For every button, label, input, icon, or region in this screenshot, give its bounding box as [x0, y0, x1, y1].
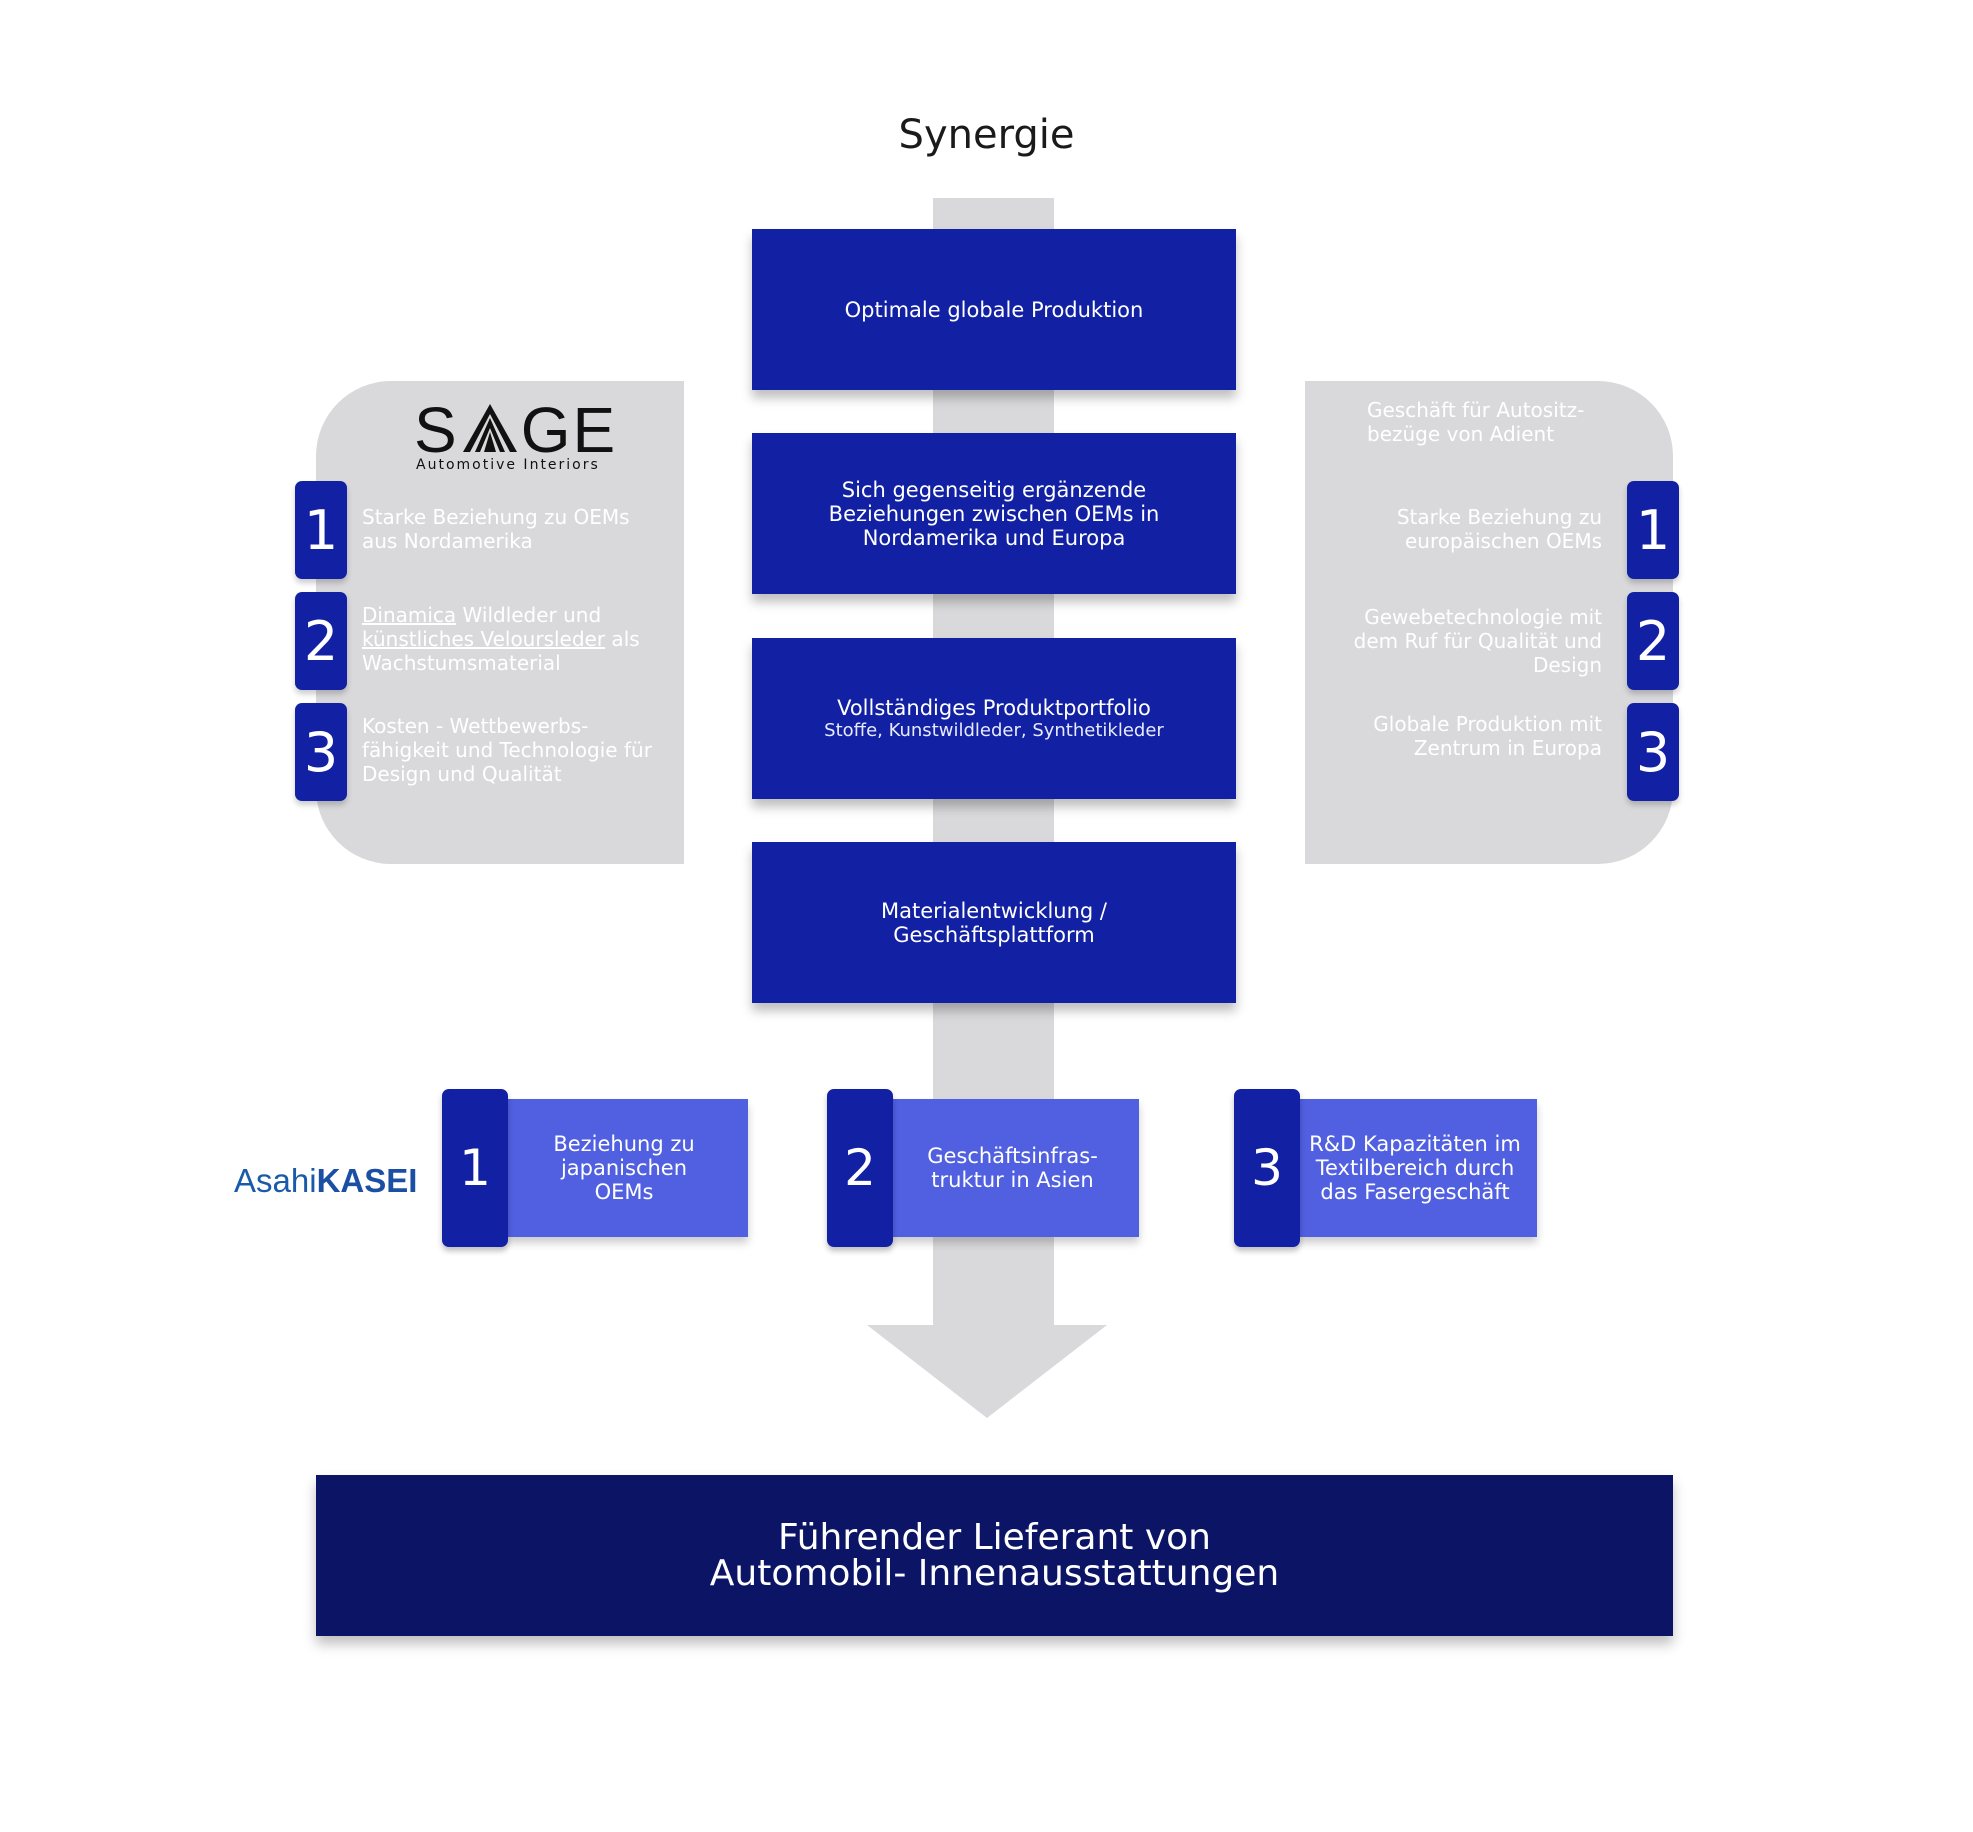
dinamica-link[interactable]: Dinamica	[362, 603, 457, 627]
sage-item-2-mid: Wildleder und	[456, 603, 602, 627]
sage-badge-2: 2	[295, 592, 347, 690]
adient-badge-1: 1	[1627, 481, 1679, 579]
diagram-title: Synergie	[898, 112, 1075, 158]
asahi-item-2-text: Geschäftsinfras-truktur in Asien	[927, 1144, 1098, 1192]
veloursleder-link[interactable]: künstliches Veloursleder	[362, 627, 606, 651]
adient-heading: Geschäft für Autositz-bezüge von Adient	[1367, 398, 1585, 446]
stage-global-production: Optimale globale Produktion	[752, 229, 1236, 390]
result-box: Führender Lieferant von Automobil- Innen…	[316, 1475, 1673, 1636]
asahi-badge-2: 2	[827, 1089, 893, 1247]
sage-logo: S GE	[414, 398, 617, 462]
adient-panel	[1305, 381, 1673, 864]
asahi-kasei-logo: AsahiKASEI	[234, 1162, 417, 1200]
stage-1-text: Optimale globale Produktion	[844, 297, 1144, 322]
sage-item-2-text: Dinamica Wildleder und künstliches Velou…	[362, 603, 667, 675]
sage-item-3-text: Kosten - Wettbewerbs-fähigkeit und Techn…	[362, 714, 652, 786]
sage-badge-3: 3	[295, 703, 347, 801]
asahi-card-2: Geschäftsinfras-truktur in Asien	[886, 1099, 1139, 1237]
asahi-item-3-text: R&D Kapazitäten im Textilbereich durch d…	[1309, 1132, 1521, 1204]
stage-3-text: Vollständiges Produktportfolio	[837, 695, 1151, 720]
adient-badge-3: 3	[1627, 703, 1679, 801]
asahi-badge-1: 1	[442, 1089, 508, 1247]
stage-4-text: Materialentwicklung / Geschäftsplattform	[880, 898, 1108, 947]
result-line-1: Führender Lieferant von	[777, 1516, 1211, 1558]
sage-logo-subtitle: Automotive Interiors	[416, 457, 600, 473]
stage-2-text: Sich gegenseitig ergänzende Beziehungen …	[828, 477, 1160, 550]
adient-item-1-text: Starke Beziehung zu europäischen OEMs	[1396, 505, 1602, 553]
stage-relationships: Sich gegenseitig ergänzende Beziehungen …	[752, 433, 1236, 594]
sage-item-2-end: als Wachstumsmaterial	[362, 627, 640, 675]
asahi-card-1: Beziehung zu japanischen OEMs	[500, 1099, 748, 1237]
result-line-2: Automobil- Innenausstattungen	[709, 1552, 1280, 1594]
asahi-card-3: R&D Kapazitäten im Textilbereich durch d…	[1293, 1099, 1537, 1237]
adient-item-3-text: Globale Produktion mit Zentrum in Europa	[1373, 712, 1602, 760]
sage-logo-a-icon	[462, 404, 517, 452]
stage-3-subtext: Stoffe, Kunstwildleder, Synthetikleder	[824, 719, 1164, 741]
sage-item-1-text: Starke Beziehung zu OEMs aus Nordamerika	[362, 505, 630, 553]
asahi-item-1-text: Beziehung zu japanischen OEMs	[553, 1132, 695, 1204]
asahi-badge-3: 3	[1234, 1089, 1300, 1247]
arrow-head-shape	[867, 1325, 1107, 1418]
adient-badge-2: 2	[1627, 592, 1679, 690]
sage-panel	[316, 381, 684, 864]
adient-item-2-text: Gewebetechnologie mit dem Ruf für Qualit…	[1353, 605, 1602, 677]
stage-product-portfolio: Vollständiges Produktportfolio Stoffe, K…	[752, 638, 1236, 799]
asahi-logo-part1: Asahi	[234, 1162, 317, 1199]
sage-logo-ge: GE	[520, 394, 618, 466]
sage-logo-s: S	[414, 394, 459, 466]
stage-material-platform: Materialentwicklung / Geschäftsplattform	[752, 842, 1236, 1003]
asahi-logo-part2: KASEI	[316, 1162, 418, 1199]
sage-badge-1: 1	[295, 481, 347, 579]
